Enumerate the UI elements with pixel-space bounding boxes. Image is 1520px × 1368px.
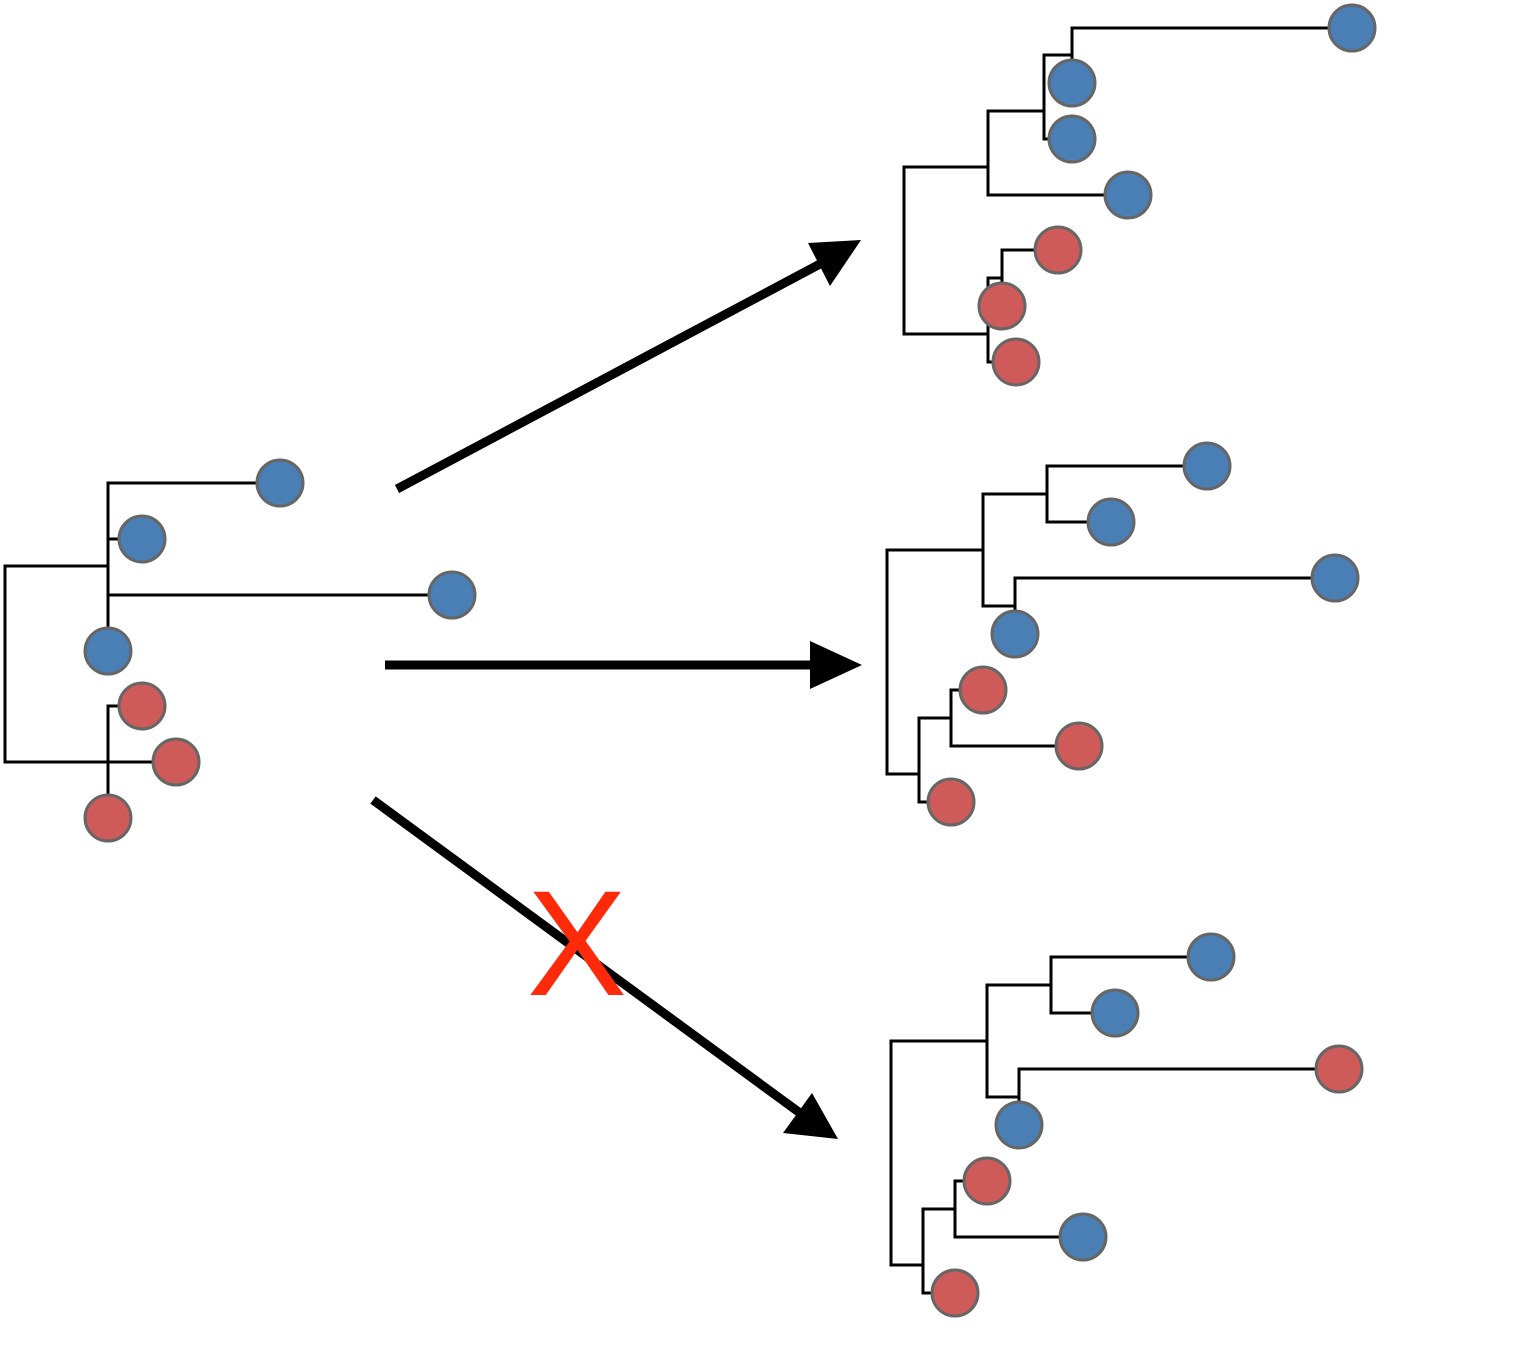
input-tree [3, 458, 477, 843]
blue-tip-node [1327, 3, 1377, 53]
blue-tip-node [1058, 1212, 1108, 1262]
arrow-to-top [394, 240, 861, 493]
tree-tips [930, 932, 1364, 1318]
tree-branches [3, 481, 454, 820]
blue-tip-node [1186, 932, 1236, 982]
blue-tip-node [990, 609, 1040, 659]
arrow-shaft [370, 796, 803, 1117]
arrow-head [783, 1093, 838, 1139]
red-tip-node [977, 281, 1027, 331]
blue-tip-node [117, 514, 167, 564]
blue-tip-node [83, 626, 133, 676]
rejected-cross-mark: X [526, 859, 628, 1027]
arrows [370, 240, 862, 1139]
blue-tip-node [1103, 170, 1153, 220]
red-tip-node [958, 665, 1008, 715]
output-tree-top [902, 3, 1377, 387]
tree-tips [83, 458, 477, 843]
red-tip-node [117, 681, 167, 731]
red-tip-node [991, 337, 1041, 387]
red-tip-node [930, 1268, 980, 1318]
blue-tip-node [255, 458, 305, 508]
red-tip-node [1314, 1044, 1364, 1094]
red-tip-node [926, 777, 976, 827]
blue-tip-node [1310, 553, 1360, 603]
blue-tip-node [1086, 497, 1136, 547]
arrow-to-bottom [370, 796, 838, 1139]
red-tip-node [151, 737, 201, 787]
red-tip-node [1054, 721, 1104, 771]
red-tip-node [83, 793, 133, 843]
blue-tip-node [1047, 58, 1097, 108]
tree-tips [977, 3, 1377, 387]
output-tree-middle [885, 441, 1360, 827]
arrow-head [810, 641, 862, 689]
arrow-to-middle [385, 641, 862, 689]
tree-tips [926, 441, 1360, 827]
arrow-shaft [394, 260, 823, 493]
blue-tip-node [1090, 988, 1140, 1038]
blue-tip-node [1047, 114, 1097, 164]
blue-tip-node [427, 570, 477, 620]
red-tip-node [1033, 225, 1083, 275]
arrow-head [808, 240, 861, 286]
blue-tip-node [1182, 441, 1232, 491]
blue-tip-node [994, 1100, 1044, 1150]
output-tree-bottom [889, 932, 1364, 1318]
red-tip-node [962, 1156, 1012, 1206]
